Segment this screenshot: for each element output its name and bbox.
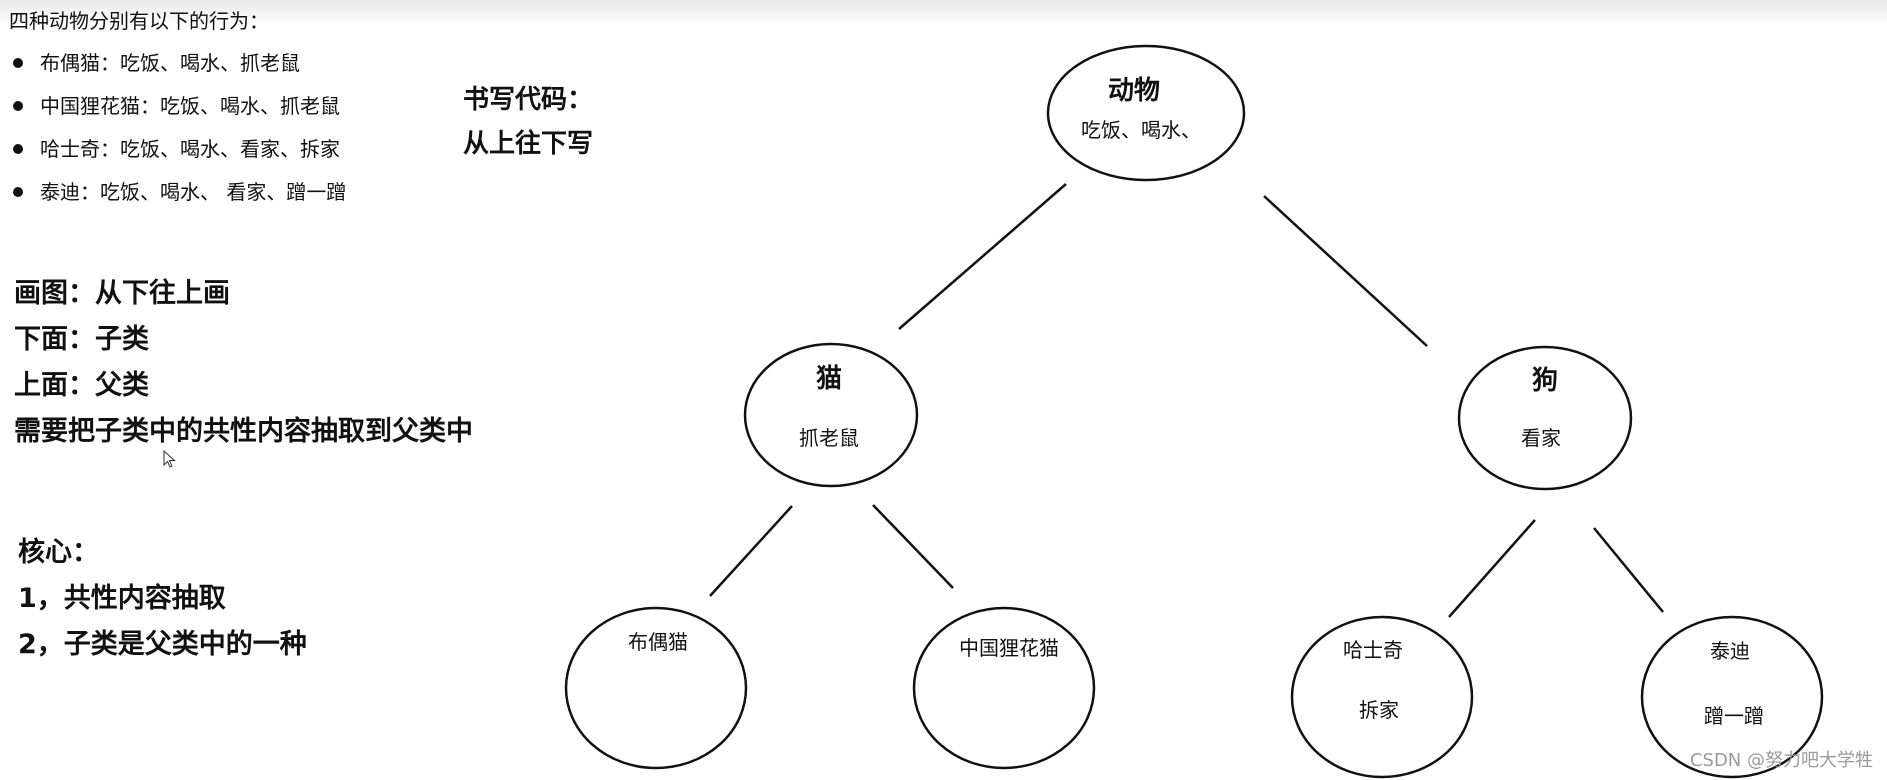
draw-note-line-4: 需要把子类中的共性内容抽取到父类中	[14, 416, 473, 447]
intro-heading: 四种动物分别有以下的行为：	[9, 9, 269, 33]
list-item-text: 哈士奇：吃饭、喝水、看家、拆家	[40, 137, 340, 161]
list-item: 泰迪：吃饭、喝水、 看家、蹭一蹭	[10, 176, 346, 219]
node-animal	[1046, 44, 1246, 182]
list-item: 哈士奇：吃饭、喝水、看家、拆家	[10, 133, 346, 176]
node-animal-title: 动物	[1107, 76, 1161, 106]
list-item-text: 中国狸花猫：吃饭、喝水、抓老鼠	[40, 94, 340, 118]
node-teddy-behaviors: 蹭一蹭	[1704, 704, 1764, 728]
bullet-icon	[13, 101, 23, 111]
node-cat	[743, 342, 919, 488]
draw-note-line-3: 上面：父类	[14, 370, 149, 401]
node-husky-title: 哈士奇	[1343, 638, 1403, 662]
edge-cat-lihua	[872, 504, 954, 589]
list-item: 布偶猫：吃饭、喝水、抓老鼠	[10, 47, 346, 90]
edge-root-dog	[1263, 195, 1428, 347]
node-dog-title: 狗	[1531, 366, 1559, 396]
core-note-line-3: 2，子类是父类中的一种	[18, 629, 307, 660]
core-note-line-2: 1，共性内容抽取	[18, 583, 226, 614]
draw-note-line-2: 下面：子类	[14, 324, 149, 355]
top-gradient-band	[0, 0, 1887, 26]
mouse-cursor-icon	[163, 450, 176, 468]
node-lihua	[912, 606, 1096, 770]
list-item: 中国狸花猫：吃饭、喝水、抓老鼠	[10, 90, 346, 133]
core-note-line-1: 核心：	[18, 537, 99, 568]
node-lihua-title: 中国狸花猫	[959, 636, 1059, 660]
node-dog	[1457, 345, 1633, 491]
node-husky-behaviors: 拆家	[1359, 698, 1399, 722]
code-note: 书写代码： 从上往下写	[463, 78, 593, 166]
bullet-icon	[13, 187, 23, 197]
node-ragdoll-title: 布偶猫	[628, 630, 688, 654]
node-ragdoll	[564, 606, 748, 770]
node-animal-behaviors: 吃饭、喝水、	[1081, 118, 1201, 142]
code-note-line-2: 从上往下写	[463, 129, 594, 159]
edge-cat-ragdoll	[709, 505, 793, 597]
draw-note-line-1: 画图：从下往上画	[14, 278, 230, 309]
edge-root-cat	[898, 183, 1067, 330]
edge-dog-teddy	[1593, 527, 1664, 613]
code-note-line-1: 书写代码：	[463, 85, 594, 115]
bullet-icon	[13, 58, 23, 68]
node-cat-behaviors: 抓老鼠	[799, 426, 859, 450]
list-item-text: 布偶猫：吃饭、喝水、抓老鼠	[40, 51, 300, 75]
watermark: CSDN @努力吧大学牲	[1689, 750, 1873, 771]
bullet-icon	[13, 144, 23, 154]
node-teddy-title: 泰迪	[1710, 639, 1750, 663]
node-cat-title: 猫	[815, 364, 843, 394]
list-item-text: 泰迪：吃饭、喝水、 看家、蹭一蹭	[40, 180, 347, 204]
behavior-list: 布偶猫：吃饭、喝水、抓老鼠 中国狸花猫：吃饭、喝水、抓老鼠 哈士奇：吃饭、喝水、…	[10, 47, 346, 219]
node-teddy	[1640, 615, 1824, 779]
draw-notes: 画图：从下往上画 下面：子类 上面：父类 需要把子类中的共性内容抽取到父类中	[14, 274, 473, 458]
node-dog-behaviors: 看家	[1521, 426, 1561, 450]
core-notes: 核心： 1，共性内容抽取 2，子类是父类中的一种	[18, 533, 307, 671]
edge-dog-husky	[1448, 519, 1536, 618]
node-husky	[1290, 615, 1474, 779]
